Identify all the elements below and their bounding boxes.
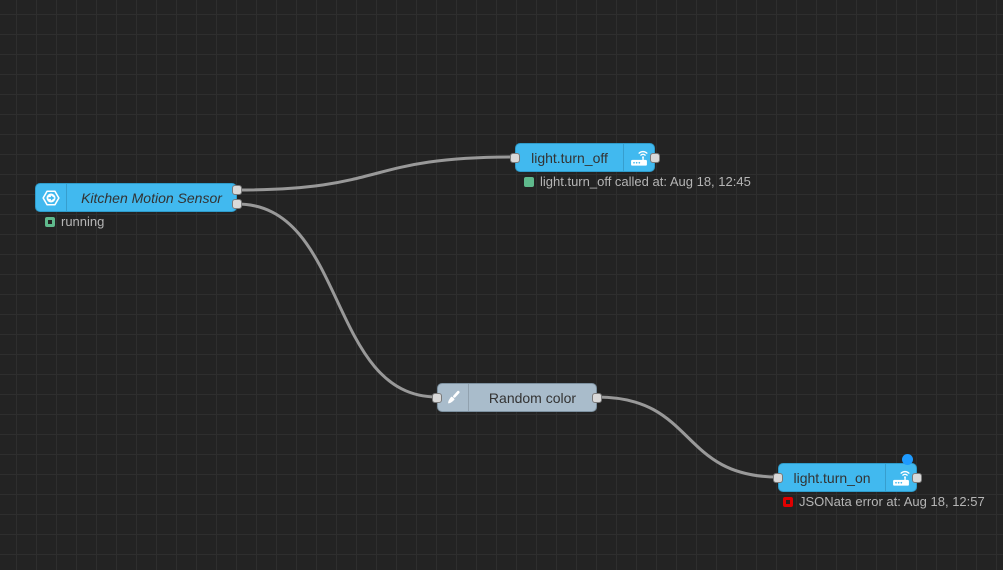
input-port[interactable] — [432, 392, 442, 403]
status-text: JSONata error at: Aug 18, 12:57 — [799, 494, 985, 509]
output-port[interactable] — [592, 392, 602, 403]
node-status-turn-off: light.turn_off called at: Aug 18, 12:45 — [524, 174, 751, 189]
status-text: running — [61, 214, 105, 229]
node-light-turn-on[interactable]: light.turn_on — [773, 454, 922, 492]
node-random-color[interactable]: Random color — [432, 383, 602, 412]
node-icon-region — [623, 144, 654, 171]
wire[interactable] — [235, 155, 517, 192]
wire[interactable] — [595, 395, 780, 479]
node-label: Kitchen Motion Sensor — [81, 189, 222, 206]
output-port-2[interactable] — [232, 199, 242, 209]
node-label: Random color — [488, 389, 577, 406]
node-status-kitchen: running — [45, 214, 104, 229]
input-port[interactable] — [510, 152, 520, 163]
input-port[interactable] — [773, 472, 783, 483]
router-icon — [631, 150, 648, 166]
node-label: light.turn_off — [531, 149, 608, 166]
node-icon-region — [36, 184, 67, 211]
paintbrush-icon — [448, 390, 460, 403]
node-light-turn-off[interactable]: light.turn_off — [510, 143, 660, 172]
node-label: light.turn_on — [793, 469, 871, 486]
node-kitchen-motion-sensor[interactable]: Kitchen Motion Sensor — [35, 183, 242, 212]
status-text: light.turn_off called at: Aug 18, 12:45 — [540, 174, 751, 189]
node-icon-region — [885, 464, 916, 491]
wire[interactable] — [235, 202, 439, 399]
status-dot-green — [524, 176, 534, 187]
status-ring-green — [45, 216, 55, 227]
status-ring-red — [783, 496, 793, 507]
changed-indicator — [902, 454, 913, 465]
output-port-1[interactable] — [232, 185, 242, 195]
node-status-turn-on: JSONata error at: Aug 18, 12:57 — [783, 494, 985, 509]
output-port[interactable] — [650, 152, 660, 163]
node-icon-region — [438, 384, 469, 411]
output-port[interactable] — [912, 472, 922, 483]
hexagon-arrow-icon — [42, 189, 60, 206]
router-icon — [893, 470, 910, 486]
